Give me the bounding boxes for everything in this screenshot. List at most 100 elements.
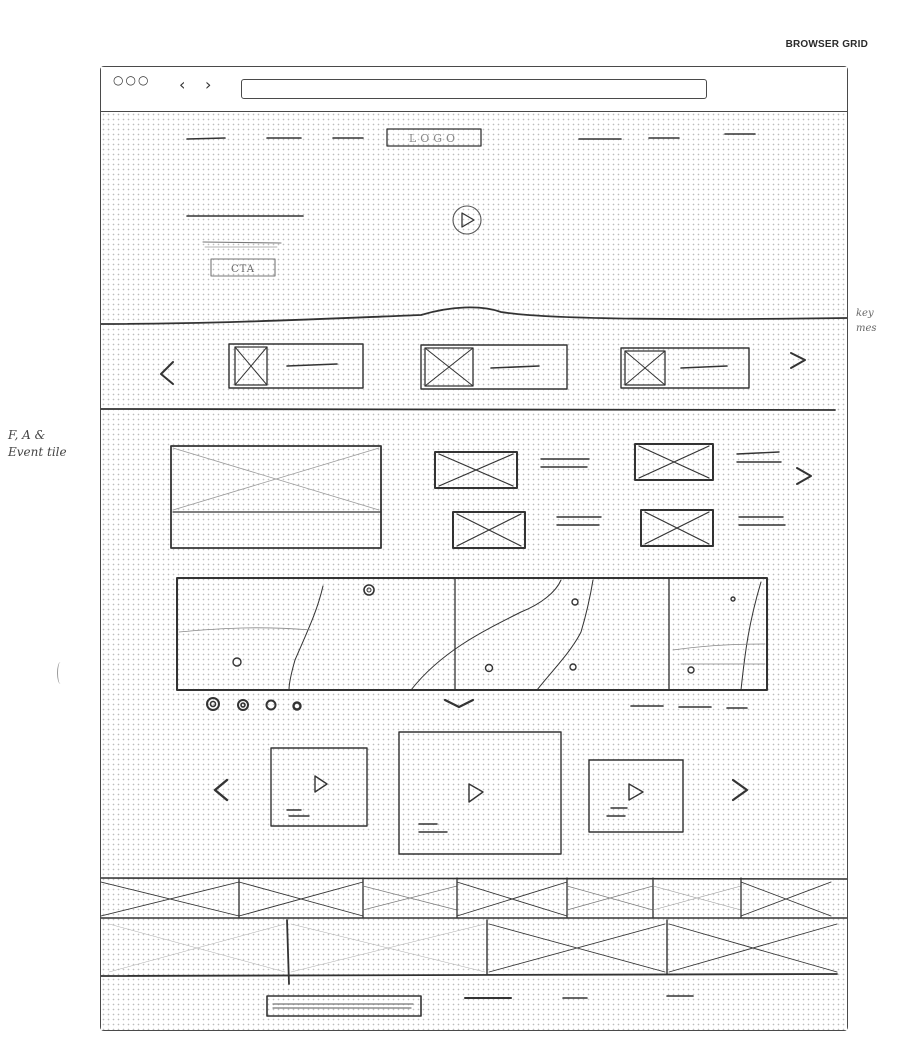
image-strip <box>101 877 847 919</box>
strip-border <box>101 877 847 919</box>
image-tile[interactable] <box>566 877 654 919</box>
video-card[interactable] <box>398 731 562 855</box>
card-text <box>286 363 338 367</box>
event-tile[interactable] <box>634 443 782 481</box>
video-caption <box>286 809 310 817</box>
wireframe-sketch: LOGO CTA <box>101 128 847 1017</box>
annotation-left: F, A & Event tile <box>8 427 67 461</box>
map-divider <box>454 577 670 691</box>
page-canvas: LOGO CTA <box>101 112 847 1030</box>
chevron-right-icon[interactable] <box>731 778 749 802</box>
chevron-right-icon[interactable] <box>790 352 806 369</box>
video-card[interactable] <box>270 747 368 827</box>
footer-button[interactable] <box>266 995 422 1017</box>
chevron-down-icon[interactable] <box>443 698 475 709</box>
card[interactable] <box>620 347 750 389</box>
image-tile[interactable] <box>238 877 364 919</box>
chevron-left-icon[interactable] <box>213 778 229 802</box>
video-caption <box>418 823 448 833</box>
nav-link[interactable] <box>186 137 226 140</box>
play-icon <box>461 212 475 228</box>
image-tile[interactable] <box>362 877 458 919</box>
tile-divider <box>486 919 668 975</box>
map-pin-icon[interactable] <box>232 657 242 667</box>
stray-pencil-mark <box>57 662 64 684</box>
image-placeholder-icon <box>640 509 714 547</box>
logo-box[interactable] <box>386 128 482 147</box>
map-pin-icon[interactable] <box>687 666 695 674</box>
image-placeholder-icon <box>424 347 474 387</box>
card-text <box>490 365 540 369</box>
card-frame <box>420 344 568 390</box>
page-label: BROWSER GRID <box>785 39 868 50</box>
image-tile[interactable] <box>668 923 838 973</box>
annotation-right: key mes <box>856 306 904 336</box>
video-frame <box>588 759 684 833</box>
pagination-dot[interactable] <box>265 699 277 711</box>
browser-toolbar: ○○○ ‹ › <box>101 67 847 112</box>
image-tile[interactable] <box>108 923 286 973</box>
map-pin-icon[interactable] <box>569 663 577 671</box>
play-button[interactable] <box>452 205 482 235</box>
play-icon <box>468 783 484 803</box>
event-text <box>738 516 786 526</box>
pagination-dot[interactable] <box>237 699 249 711</box>
video-carousel <box>213 731 749 855</box>
video-frame <box>270 747 368 827</box>
image-placeholder-icon <box>624 350 666 386</box>
footer-button-fill <box>272 1003 414 1009</box>
image-tile[interactable] <box>488 923 666 973</box>
image-tile[interactable] <box>740 881 832 917</box>
card-carousel <box>101 343 836 411</box>
annotation-right-line2: mes <box>856 323 877 334</box>
map-pin-icon[interactable] <box>363 584 375 596</box>
cta-button[interactable] <box>210 258 276 277</box>
pagination-dot[interactable] <box>292 701 302 711</box>
footer-nav <box>266 995 694 1017</box>
image-tile[interactable] <box>652 877 742 919</box>
event-text <box>540 458 590 468</box>
featured-image[interactable] <box>170 445 382 549</box>
image-tile[interactable] <box>290 923 486 973</box>
section-divider <box>101 408 836 411</box>
map-road <box>178 627 312 633</box>
image-placeholder-icon <box>638 445 710 479</box>
video-card[interactable] <box>588 759 684 833</box>
map-link[interactable] <box>630 705 748 709</box>
url-bar[interactable] <box>241 79 707 99</box>
map-pin-icon[interactable] <box>571 598 579 606</box>
map-pin-icon[interactable] <box>730 596 736 602</box>
image-tile[interactable] <box>456 877 568 919</box>
card[interactable] <box>420 344 568 390</box>
annotation-left-line1: F, A & <box>8 428 46 442</box>
chevron-left-icon[interactable] <box>160 361 174 385</box>
image-placeholder-icon <box>172 447 380 511</box>
image-placeholder-icon <box>624 350 666 386</box>
event-tile[interactable] <box>640 509 786 547</box>
image-tile[interactable] <box>101 877 240 919</box>
event-tile[interactable] <box>434 451 590 489</box>
play-icon <box>628 783 644 801</box>
image-placeholder-icon <box>438 453 514 487</box>
pagination-dot[interactable] <box>206 697 220 711</box>
window-controls-icon[interactable]: ○○○ <box>113 73 151 87</box>
card[interactable] <box>228 343 364 389</box>
footer-tiles <box>101 919 838 985</box>
hero-divider <box>101 306 847 325</box>
image-placeholder-icon <box>434 451 518 489</box>
footer-divider <box>101 973 838 977</box>
map-pin-icon[interactable] <box>484 663 494 673</box>
back-button[interactable]: ‹ <box>179 75 186 94</box>
chevron-right-icon[interactable] <box>796 467 812 485</box>
forward-button[interactable]: › <box>205 75 212 94</box>
image-placeholder-icon <box>644 511 710 545</box>
logo-text: LOGO <box>409 132 459 145</box>
event-tile[interactable] <box>452 511 602 549</box>
event-text <box>556 516 602 526</box>
map-road <box>672 643 766 665</box>
hero-subtitle <box>202 241 282 244</box>
image-placeholder-icon <box>234 346 268 386</box>
tile-divider <box>286 919 290 985</box>
header-nav: LOGO <box>186 128 756 147</box>
map-frame[interactable] <box>176 577 768 691</box>
